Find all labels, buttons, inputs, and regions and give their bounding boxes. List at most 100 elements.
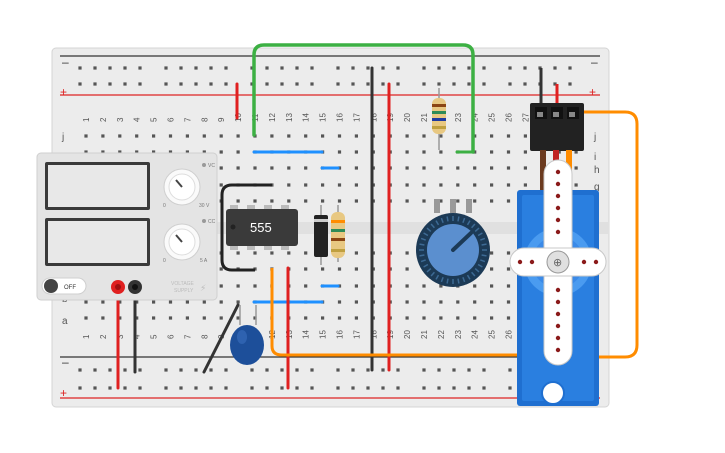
breadboard-hole[interactable]	[490, 316, 494, 320]
breadboard-hole[interactable]	[405, 150, 409, 154]
breadboard-hole[interactable]	[253, 199, 257, 203]
breadboard-hole[interactable]	[506, 150, 511, 154]
breadboard-hole[interactable]	[523, 166, 527, 170]
breadboard-hole[interactable]	[456, 134, 460, 138]
breadboard-hole[interactable]	[219, 300, 223, 304]
breadboard-hole[interactable]	[253, 166, 257, 170]
breadboard-hole[interactable]	[321, 199, 325, 203]
breadboard-hole[interactable]	[467, 368, 471, 372]
breadboard-hole[interactable]	[321, 316, 325, 320]
breadboard-hole[interactable]	[574, 166, 578, 170]
breadboard-hole[interactable]	[152, 150, 156, 154]
breadboard-hole[interactable]	[135, 134, 139, 138]
breadboard-hole[interactable]	[287, 199, 291, 203]
breadboard-hole[interactable]	[508, 82, 512, 86]
breadboard-hole[interactable]	[467, 386, 471, 390]
breadboard-hole[interactable]	[253, 251, 257, 255]
resistor-top[interactable]	[432, 88, 446, 150]
breadboard-hole[interactable]	[138, 386, 142, 390]
breadboard-hole[interactable]	[405, 251, 409, 255]
breadboard-hole[interactable]	[84, 134, 88, 138]
breadboard-hole[interactable]	[219, 134, 223, 138]
breadboard-hole[interactable]	[336, 66, 340, 70]
breadboard-hole[interactable]	[164, 66, 168, 70]
breadboard-hole[interactable]	[135, 316, 139, 320]
breadboard-hole[interactable]	[168, 300, 173, 304]
breadboard-hole[interactable]	[490, 166, 494, 170]
breadboard-hole[interactable]	[439, 316, 443, 320]
breadboard-hole[interactable]	[351, 368, 355, 372]
breadboard-hole[interactable]	[506, 183, 511, 187]
breadboard-hole[interactable]	[490, 251, 494, 255]
breadboard-hole[interactable]	[381, 368, 385, 372]
breadboard-hole[interactable]	[93, 66, 97, 70]
breadboard-hole[interactable]	[467, 82, 471, 86]
breadboard-hole[interactable]	[439, 150, 443, 154]
breadboard-hole[interactable]	[366, 368, 370, 372]
breadboard-hole[interactable]	[490, 183, 494, 187]
breadboard-hole[interactable]	[574, 183, 578, 187]
breadboard-hole[interactable]	[168, 316, 173, 320]
black-jumper-wire-diagonal[interactable]	[202, 303, 240, 374]
potentiometer[interactable]	[416, 199, 490, 287]
breadboard-hole[interactable]	[118, 300, 122, 304]
breadboard-hole[interactable]	[439, 300, 443, 304]
breadboard-hole[interactable]	[467, 66, 471, 70]
breadboard-hole[interactable]	[236, 166, 240, 170]
breadboard-hole[interactable]	[185, 150, 189, 154]
breadboard-hole[interactable]	[310, 66, 314, 70]
breadboard-hole[interactable]	[482, 82, 486, 86]
breadboard-hole[interactable]	[202, 300, 206, 304]
breadboard-hole[interactable]	[179, 368, 183, 372]
breadboard-hole[interactable]	[354, 251, 358, 255]
breadboard-hole[interactable]	[123, 82, 127, 86]
breadboard-hole[interactable]	[490, 267, 494, 271]
orange-wire-loop-servo[interactable]	[572, 110, 639, 359]
breadboard-hole[interactable]	[236, 251, 240, 255]
black-jumper-wire-bend[interactable]	[220, 183, 272, 272]
resistor-middle[interactable]	[331, 205, 345, 262]
breadboard-hole[interactable]	[405, 284, 409, 288]
breadboard-hole[interactable]	[456, 183, 460, 187]
breadboard-hole[interactable]	[118, 150, 122, 154]
breadboard-hole[interactable]	[337, 267, 342, 271]
breadboard-hole[interactable]	[84, 150, 88, 154]
breadboard-hole[interactable]	[351, 82, 355, 86]
breadboard-hole[interactable]	[381, 82, 385, 86]
breadboard-hole[interactable]	[336, 386, 340, 390]
breadboard-hole[interactable]	[405, 166, 409, 170]
breadboard-hole[interactable]	[265, 368, 269, 372]
breadboard-hole[interactable]	[179, 66, 183, 70]
breadboard-hole[interactable]	[118, 134, 122, 138]
breadboard-hole[interactable]	[185, 134, 189, 138]
breadboard-hole[interactable]	[405, 300, 409, 304]
breadboard-hole[interactable]	[168, 150, 173, 154]
breadboard-hole[interactable]	[280, 386, 284, 390]
breadboard-hole[interactable]	[437, 66, 441, 70]
breadboard-hole[interactable]	[452, 368, 456, 372]
breadboard-hole[interactable]	[337, 300, 342, 304]
breadboard-hole[interactable]	[452, 386, 456, 390]
breadboard-hole[interactable]	[101, 316, 105, 320]
breadboard-hole[interactable]	[506, 134, 511, 138]
breadboard-hole[interactable]	[473, 199, 477, 203]
capacitor[interactable]	[230, 305, 264, 365]
breadboard-hole[interactable]	[473, 316, 477, 320]
breadboard-hole[interactable]	[202, 316, 206, 320]
breadboard-hole[interactable]	[179, 386, 183, 390]
breadboard-hole[interactable]	[422, 82, 426, 86]
breadboard-hole[interactable]	[381, 386, 385, 390]
breadboard-hole[interactable]	[422, 134, 426, 138]
breadboard-hole[interactable]	[194, 368, 198, 372]
breadboard-hole[interactable]	[354, 166, 358, 170]
breadboard-hole[interactable]	[337, 134, 342, 138]
breadboard-hole[interactable]	[351, 386, 355, 390]
breadboard-hole[interactable]	[336, 368, 340, 372]
breadboard-hole[interactable]	[108, 66, 112, 70]
orange-wire-to-servo[interactable]	[270, 268, 548, 357]
breadboard-hole[interactable]	[437, 82, 441, 86]
breadboard-hole[interactable]	[152, 316, 156, 320]
breadboard-hole[interactable]	[108, 368, 112, 372]
breadboard-hole[interactable]	[101, 300, 105, 304]
breadboard-hole[interactable]	[405, 183, 409, 187]
